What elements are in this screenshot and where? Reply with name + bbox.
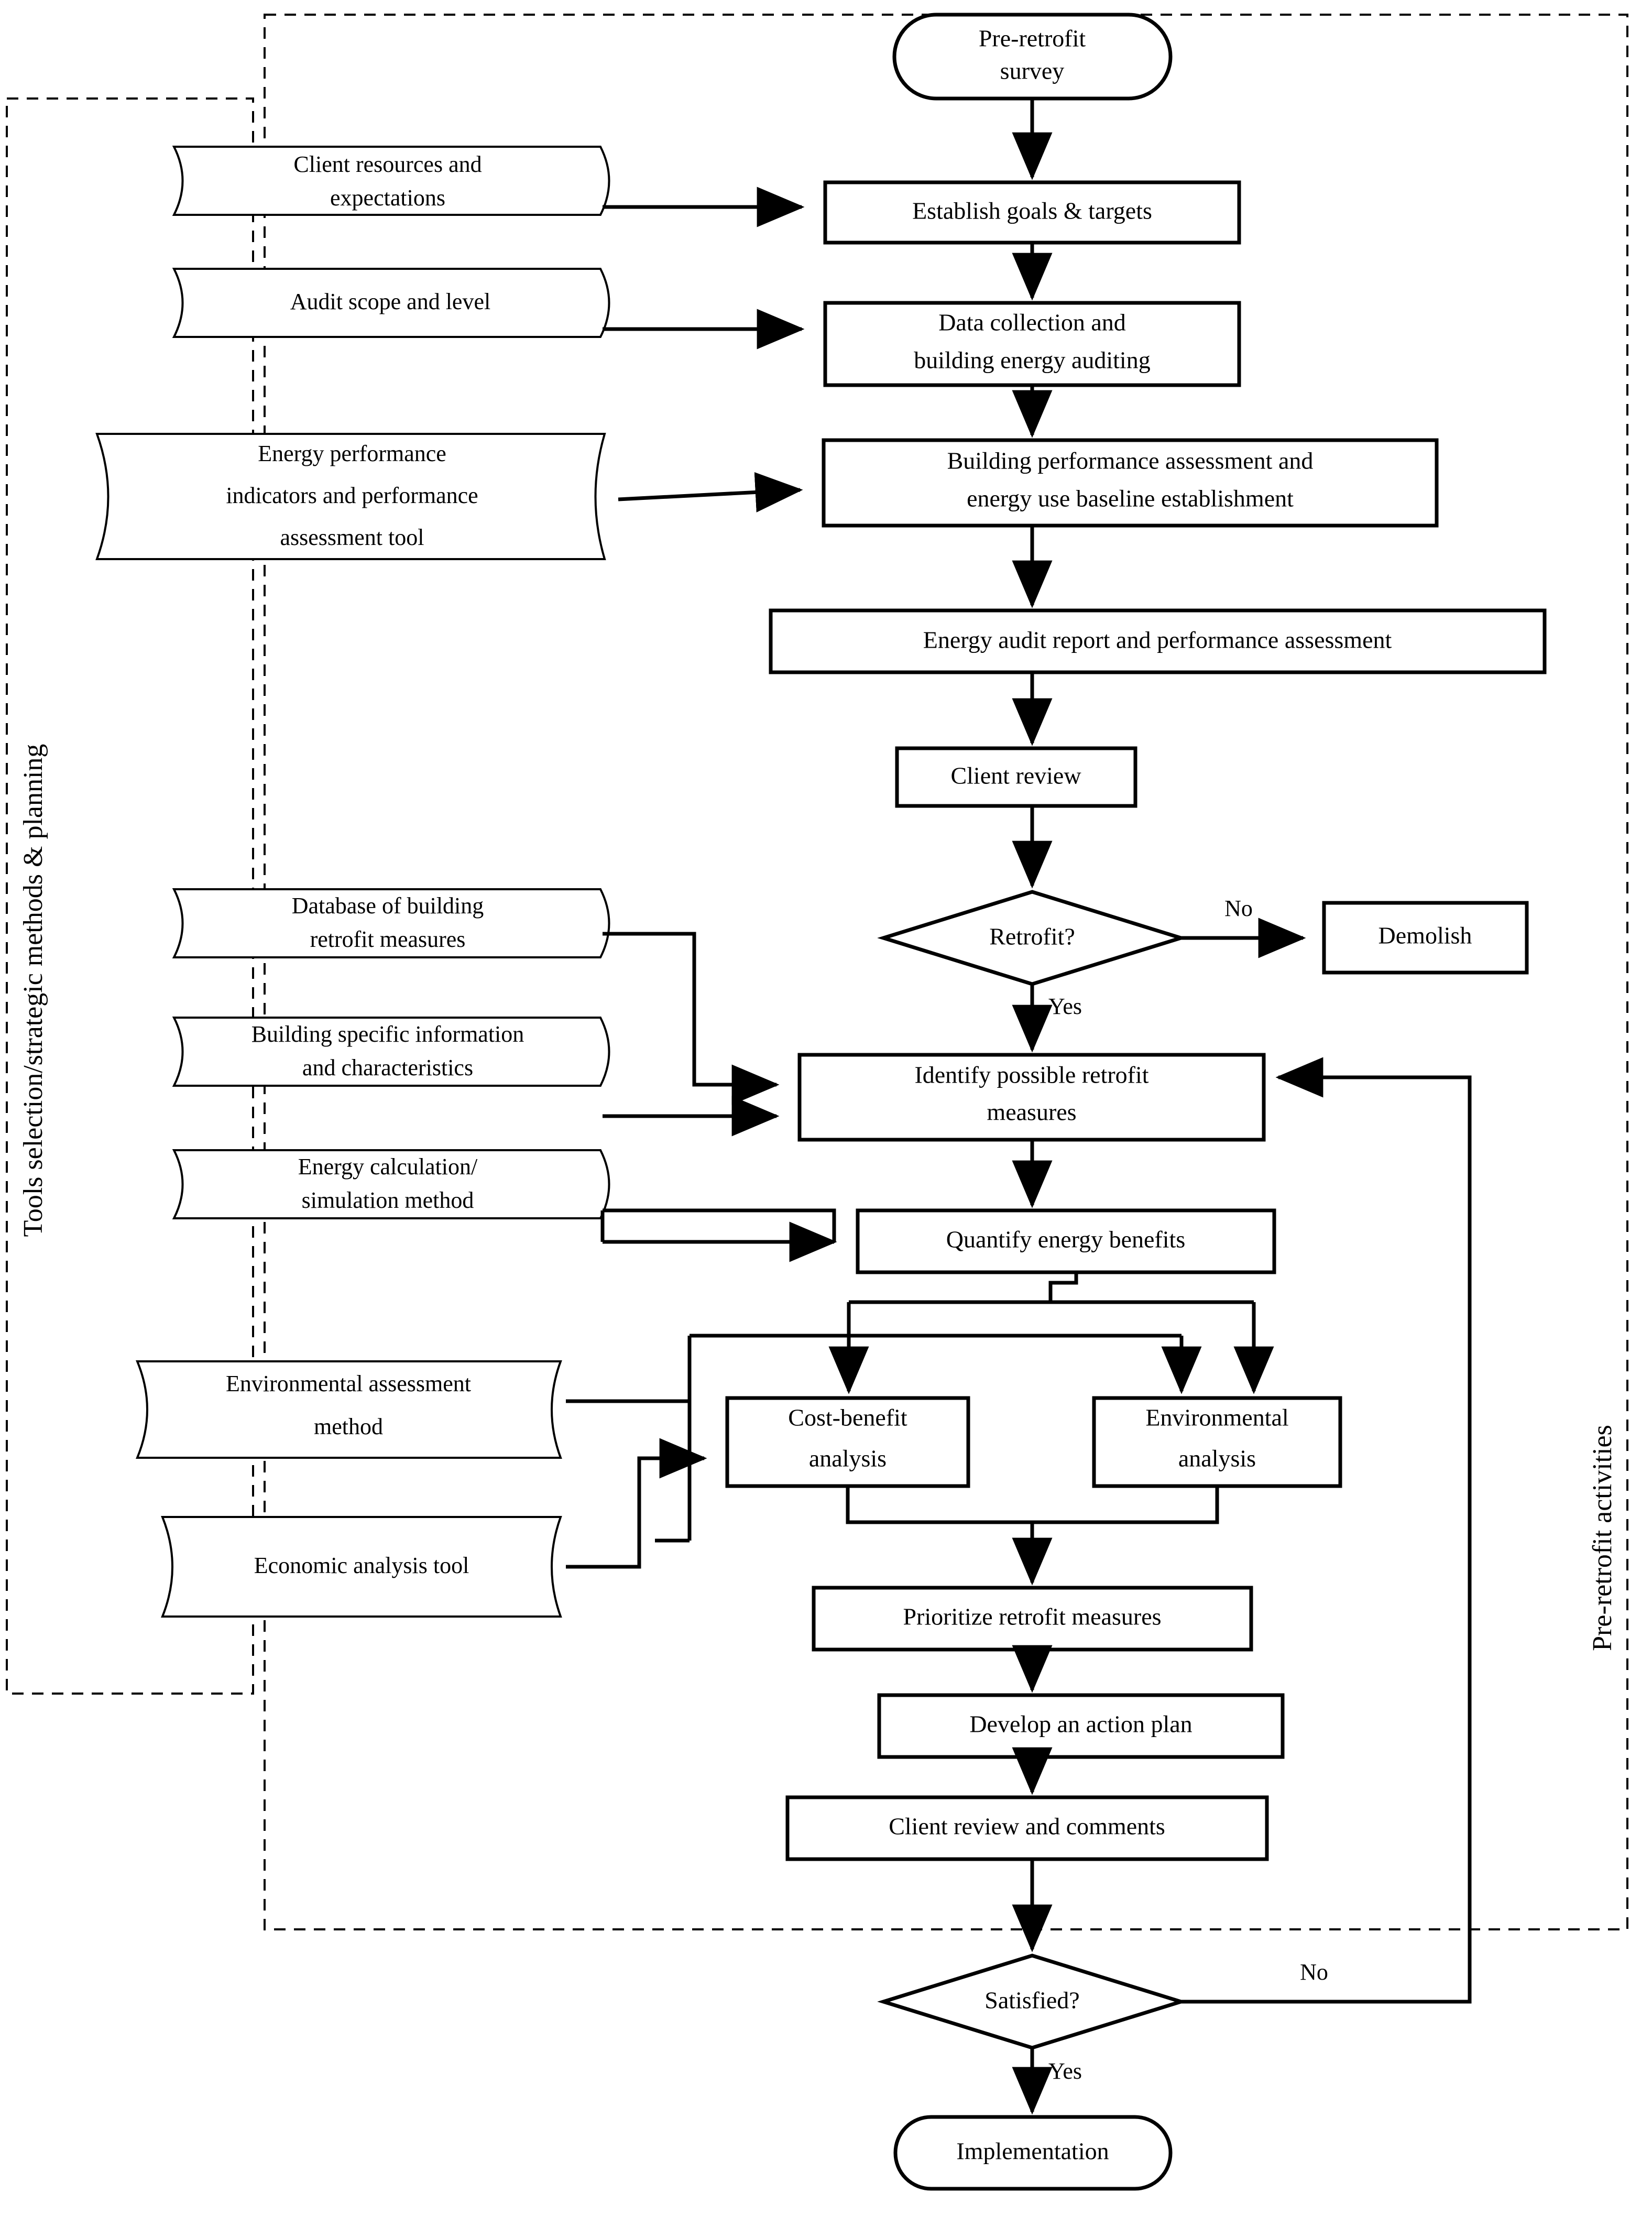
process-develop-action-plan-label: Develop an action plan [969,1711,1192,1738]
process-quantify-energy-benefits-label: Quantify energy benefits [946,1226,1185,1253]
process-identify-retrofit-measures-line2: measures [987,1099,1076,1126]
decision-retrofit-label: Retrofit? [989,923,1075,950]
process-environmental-analysis[interactable] [1092,1396,1342,1488]
input-database-retrofit-measures-line2: retrofit measures [310,926,466,952]
process-develop-action-plan[interactable] [877,1693,1285,1759]
edge-satisfied-no-loopback [1181,1057,1472,2004]
edge-label-satisfied-no: No [1300,1959,1328,1985]
process-cost-benefit-analysis[interactable] [725,1396,970,1488]
process-demolish[interactable] [1322,901,1529,975]
edge-epi-to-buildingperf [618,472,803,512]
input-environmental-assessment[interactable] [136,1360,562,1459]
process-data-collection-line2: building energy auditing [914,347,1150,374]
process-data-collection-line1: Data collection and [938,309,1126,336]
process-cost-benefit-analysis-line2: analysis [809,1445,887,1472]
process-demolish-label: Demolish [1379,922,1472,949]
process-cost-benefit-analysis-line1: Cost-benefit [788,1404,907,1431]
input-client-resources-line1: Client resources and [293,151,482,177]
input-audit-scope[interactable] [172,268,610,338]
process-building-performance[interactable] [822,438,1439,528]
edge-quantify-bus-left [849,1272,1078,1304]
edge-economic-to-costbenefit [566,1438,707,1569]
process-building-performance-line1: Building performance assessment and [947,447,1314,474]
input-energy-performance-indicators-line1: Energy performance [258,441,446,466]
input-energy-performance-indicators-line3: assessment tool [280,525,424,550]
process-establish-goals-label: Establish goals & targets [912,198,1152,224]
process-client-review-comments[interactable] [785,1795,1269,1861]
process-client-review[interactable] [895,746,1137,808]
process-environmental-analysis-line1: Environmental [1145,1404,1288,1431]
input-energy-calculation-line2: simulation method [302,1187,474,1213]
decision-satisfied-label: Satisfied? [984,1987,1079,2014]
input-database-retrofit-measures[interactable] [172,888,610,958]
input-economic-analysis-tool-line1: Economic analysis tool [254,1553,469,1578]
input-energy-performance-indicators-line2: indicators and performance [226,483,478,508]
process-energy-audit-report[interactable] [769,608,1547,674]
terminator-implementation[interactable] [893,2115,1173,2191]
group-label-tools-selection: Tools selection/strategic methods & plan… [18,744,48,1237]
process-identify-retrofit-measures[interactable] [797,1053,1266,1142]
group-label-pre-retrofit-activities: Pre-retrofit activities [1588,1425,1617,1651]
edge-label-satisfied-yes: Yes [1048,2058,1082,2084]
input-energy-calculation[interactable] [172,1149,610,1219]
edge-database-to-identify [603,932,780,1105]
terminator-pre-retrofit-survey-line2: survey [1000,58,1065,84]
terminator-pre-retrofit-survey-line1: Pre-retrofit [979,25,1086,52]
input-energy-performance-indicators[interactable] [95,433,606,560]
input-database-retrofit-measures-line1: Database of building [292,893,484,919]
input-building-specific-info-line1: Building specific information [251,1021,524,1047]
process-energy-audit-report-label: Energy audit report and performance asse… [923,627,1392,653]
input-audit-scope-line1: Audit scope and level [290,289,490,314]
input-economic-analysis-tool[interactable] [161,1516,562,1618]
input-environmental-assessment-line2: method [314,1414,383,1439]
terminator-implementation-label: Implementation [956,2138,1109,2165]
input-building-specific-info[interactable] [172,1017,610,1087]
process-quantify-energy-benefits[interactable] [856,1208,1276,1274]
input-environmental-assessment-line1: Environmental assessment [226,1371,471,1396]
process-client-review-label: Client review [950,762,1081,789]
input-client-resources[interactable] [172,146,610,216]
process-building-performance-line2: energy use baseline establishment [967,485,1294,512]
edge-label-retrofit-yes: Yes [1048,994,1082,1019]
process-client-review-comments-label: Client review and comments [889,1813,1165,1840]
process-prioritize-retrofit-measures-label: Prioritize retrofit measures [903,1603,1161,1630]
input-building-specific-info-line2: and characteristics [302,1055,473,1080]
input-energy-calculation-line1: Energy calculation/ [298,1154,478,1180]
edge-label-retrofit-no: No [1224,896,1253,921]
process-identify-retrofit-measures-line1: Identify possible retrofit [914,1062,1148,1088]
input-client-resources-line2: expectations [330,185,445,211]
process-environmental-analysis-line2: analysis [1178,1445,1256,1472]
